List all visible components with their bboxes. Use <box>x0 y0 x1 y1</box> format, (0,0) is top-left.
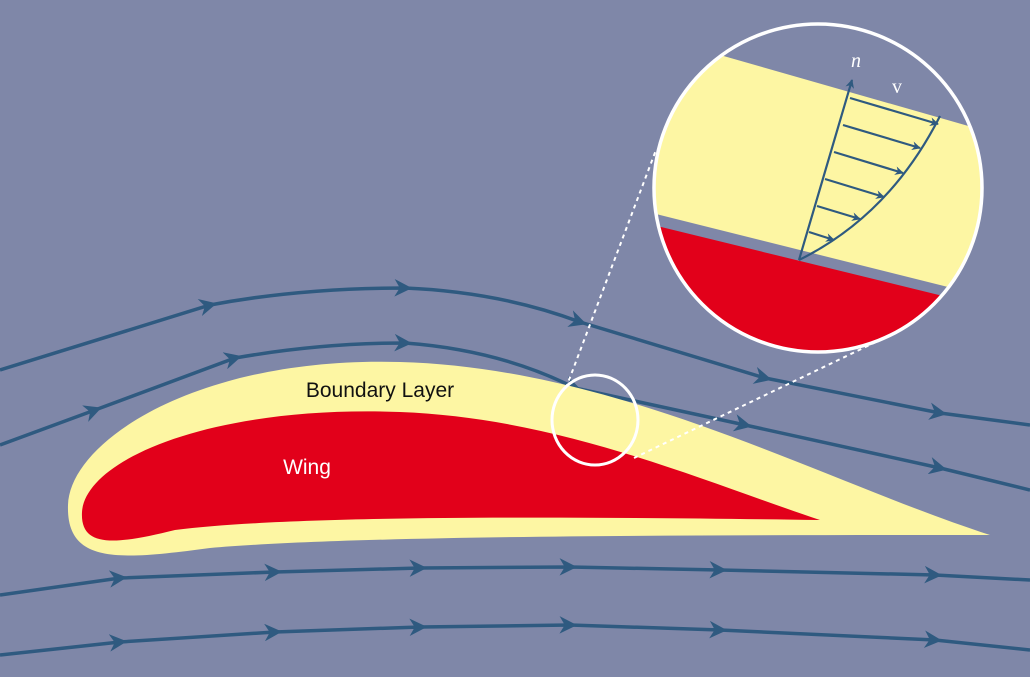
wing-shape <box>81 411 820 541</box>
streamline-4 <box>0 616 1030 657</box>
velocity-arrow <box>849 96 939 126</box>
velocity-arrow <box>808 230 835 242</box>
velocity-label: v <box>892 76 902 98</box>
magnified-view: n v <box>652 22 984 354</box>
velocity-arrow <box>833 150 904 175</box>
magnified-circle-border <box>652 22 984 354</box>
streamline-3 <box>0 558 1030 597</box>
streamline-1 <box>0 279 1030 427</box>
velocity-arrow <box>842 123 921 150</box>
normal-axis-label: n <box>851 50 861 72</box>
highlight-circle <box>550 373 640 467</box>
boundary-layer-label: Boundary Layer <box>306 379 454 402</box>
velocity-profile <box>797 79 941 261</box>
connector-line <box>565 149 657 389</box>
wing-label: Wing <box>283 456 331 479</box>
velocity-arrow <box>816 204 861 221</box>
velocity-arrow <box>824 177 885 199</box>
magnified-wing <box>654 212 982 352</box>
streamline-2 <box>0 333 1030 492</box>
magnified-boundary-layer <box>654 24 982 300</box>
connector-line <box>633 339 881 459</box>
normal-axis-arrow <box>797 79 854 261</box>
zoom-connectors <box>565 149 881 459</box>
streamlines <box>0 279 1030 657</box>
velocity-profile-curve <box>798 115 941 261</box>
